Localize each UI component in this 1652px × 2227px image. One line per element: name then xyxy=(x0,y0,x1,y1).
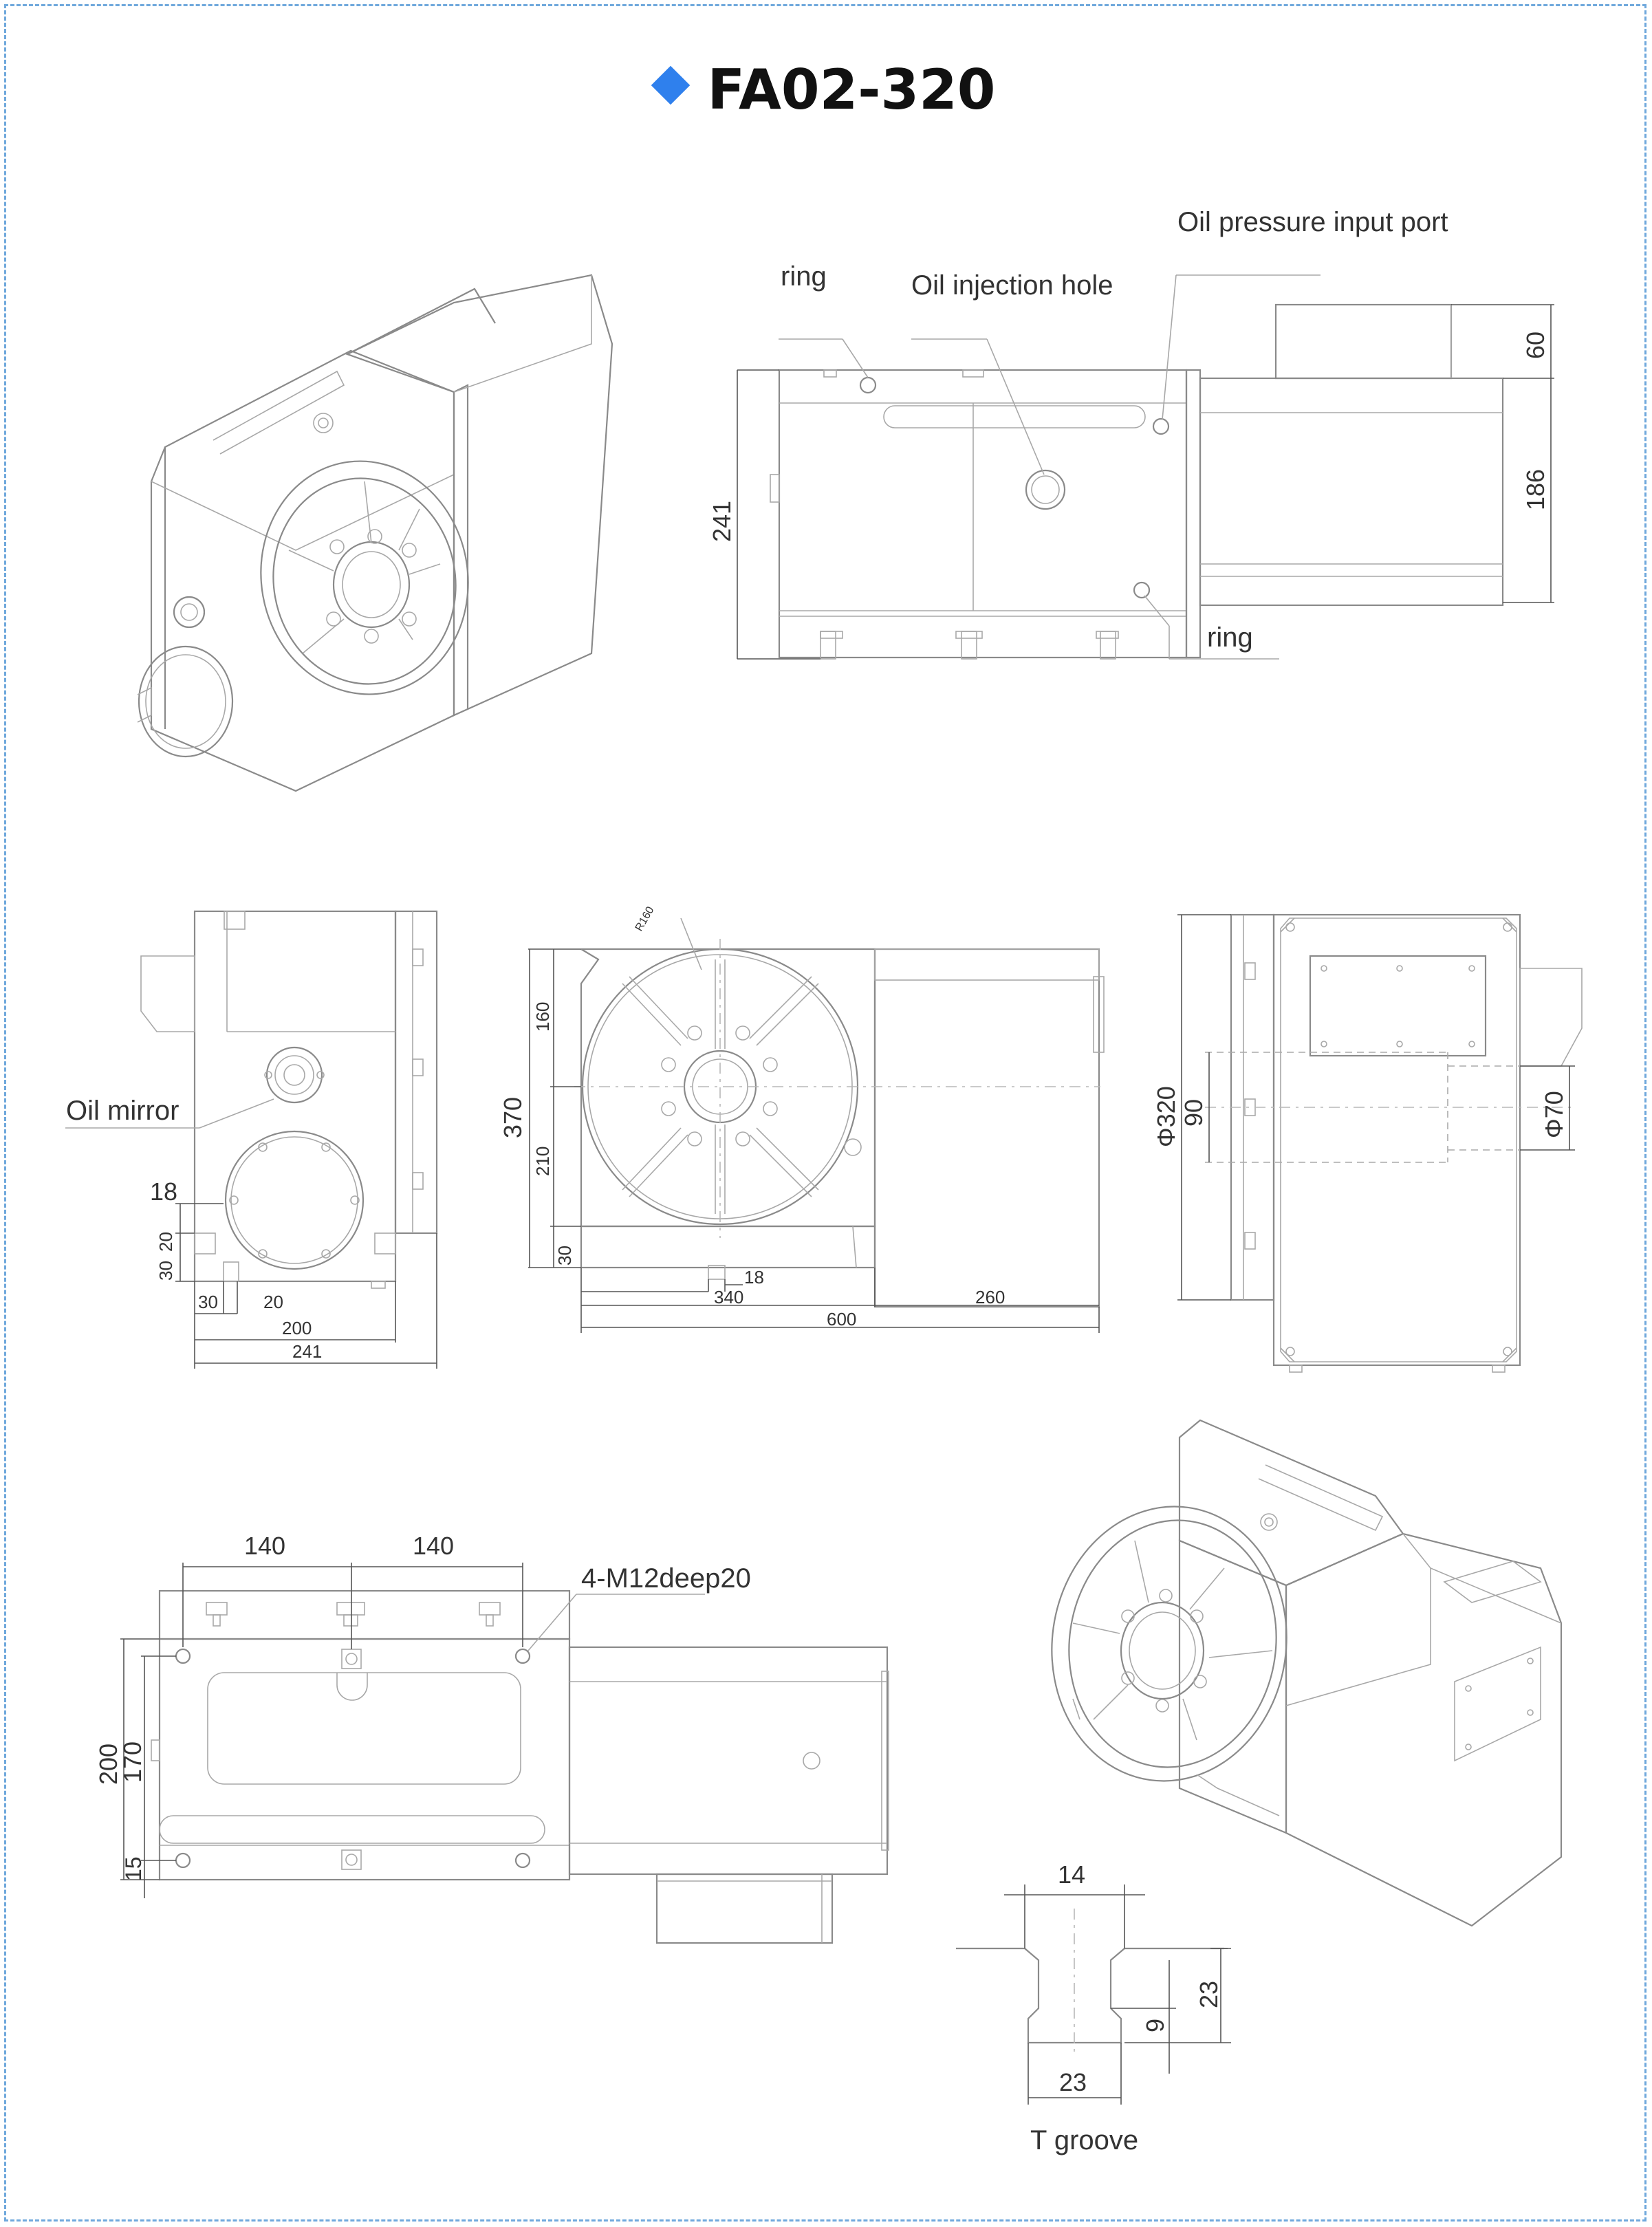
front-view xyxy=(528,917,1105,1333)
label-oil-injection-hole: Oil injection hole xyxy=(911,270,1113,301)
dim-left-18: 18 xyxy=(150,1177,177,1206)
dim-front-radius: R160 xyxy=(633,904,657,933)
dim-front-340: 340 xyxy=(714,1287,743,1307)
side-view xyxy=(737,274,1554,660)
dim-tgroove-23v: 23 xyxy=(1195,1981,1223,2008)
dim-front-30: 30 xyxy=(554,1246,575,1265)
dim-front-210: 210 xyxy=(532,1147,553,1176)
dim-side-60: 60 xyxy=(1521,332,1550,359)
title-text: FA02-320 xyxy=(707,58,996,122)
dim-front-260: 260 xyxy=(975,1287,1005,1307)
dim-right-90: 90 xyxy=(1180,1099,1208,1127)
label-oil-mirror: Oil mirror xyxy=(66,1096,179,1126)
right-end-view xyxy=(1177,913,1583,1373)
dim-left-30h: 30 xyxy=(198,1292,218,1312)
dim-front-18: 18 xyxy=(744,1267,764,1288)
dim-tgroove-9: 9 xyxy=(1141,2019,1169,2032)
dim-side-241: 241 xyxy=(708,501,736,542)
label-ring-bottom: ring xyxy=(1207,622,1253,653)
dim-tgroove-23h: 23 xyxy=(1059,2068,1087,2096)
dim-top-140a: 140 xyxy=(244,1532,285,1560)
dim-right-phi70: Φ70 xyxy=(1540,1091,1568,1138)
t-groove-detail xyxy=(956,1884,1231,2105)
dim-left-200: 200 xyxy=(282,1318,312,1338)
top-view xyxy=(120,1563,889,1944)
label-oil-pressure-input-port: Oil pressure input port xyxy=(1177,207,1448,237)
dim-top-15: 15 xyxy=(121,1856,146,1881)
dim-left-20h: 20 xyxy=(263,1292,283,1312)
dim-tgroove-14: 14 xyxy=(1058,1860,1085,1889)
dim-left-30v: 30 xyxy=(155,1261,176,1281)
dim-right-phi320: Φ320 xyxy=(1152,1086,1180,1147)
isometric-view-rear xyxy=(1051,1419,1563,1927)
dim-top-170: 170 xyxy=(118,1741,146,1783)
dim-side-186: 186 xyxy=(1521,469,1550,510)
dim-left-241: 241 xyxy=(292,1341,322,1362)
label-mounting-holes: 4-M12deep20 xyxy=(581,1563,751,1594)
page-title: FA02-320 xyxy=(0,58,1652,122)
dim-top-140b: 140 xyxy=(413,1532,454,1560)
isometric-view-front xyxy=(137,274,613,792)
dim-front-600: 600 xyxy=(827,1309,856,1329)
dim-left-20v: 20 xyxy=(155,1232,176,1252)
dim-front-370: 370 xyxy=(499,1097,527,1138)
label-t-groove: T groove xyxy=(1030,2125,1138,2155)
dim-front-160: 160 xyxy=(532,1002,553,1032)
page-frame xyxy=(4,4,1646,2221)
dim-top-200: 200 xyxy=(94,1743,122,1785)
label-ring-top: ring xyxy=(781,261,827,292)
left-end-view xyxy=(65,910,438,1369)
